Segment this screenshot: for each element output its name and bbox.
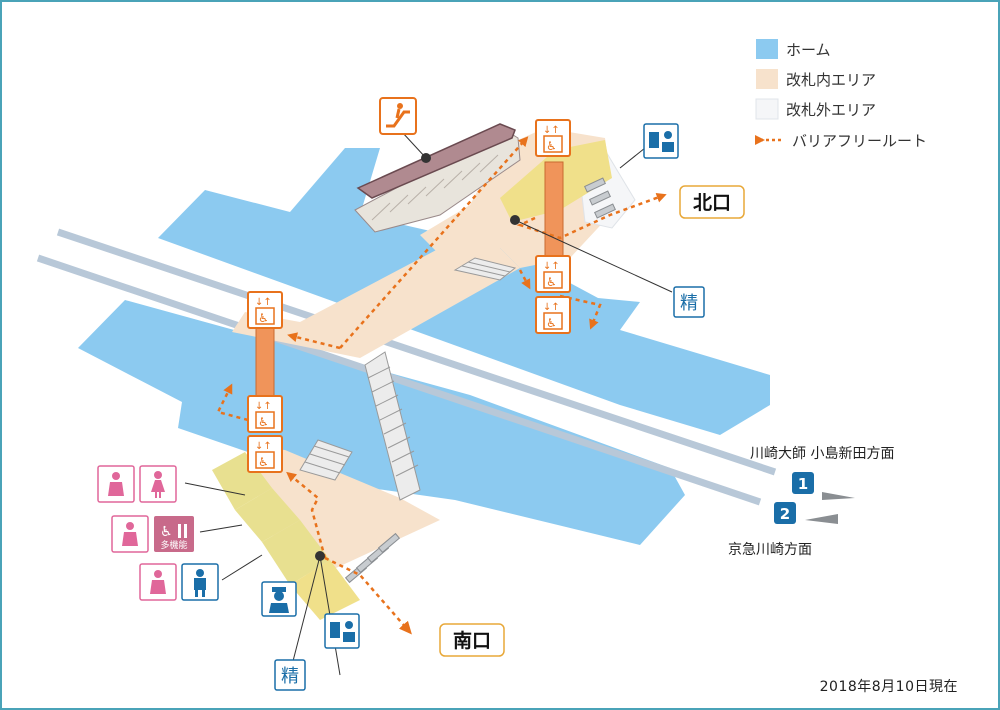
- north-ticket-gates: [584, 177, 616, 219]
- svg-text:♿: ♿: [160, 524, 173, 540]
- south-elevator-shaft: [255, 327, 275, 401]
- seisan-icon-north: 精: [673, 286, 705, 318]
- track-1-arrow-icon: [822, 492, 855, 500]
- male-toilet-icon: [181, 563, 219, 601]
- baby-care-icon-1: [97, 465, 135, 503]
- elevator-icon-south-top: ↓↑ ♿: [247, 291, 283, 329]
- baby-care-icon-2: [111, 515, 149, 553]
- svg-text:♿: ♿: [258, 311, 269, 325]
- multipurpose-toilet-icon: ♿ 多機能: [154, 516, 194, 552]
- svg-text:↓↑: ↓↑: [543, 302, 560, 313]
- legend-swatch-outside: [755, 98, 779, 120]
- svg-text:↓↑: ↓↑: [255, 297, 272, 308]
- date-note: 2018年8月10日現在: [820, 679, 958, 695]
- legend: ホーム 改札内エリア 改札外エリア バリアフリールート: [755, 39, 927, 150]
- ticket-machine-icon-south: [324, 613, 360, 649]
- barrier-free-route: [216, 136, 667, 635]
- track-2-arrow-icon: [805, 514, 838, 524]
- south-yellow-area-1: [212, 452, 272, 510]
- rail-track-2: [36, 254, 762, 506]
- south-yellow-area-3: [262, 520, 330, 585]
- escalator-icon: [379, 97, 417, 135]
- svg-text:♿: ♿: [546, 316, 557, 330]
- north-stairs-steps: [461, 261, 511, 277]
- north-elevator-shaft: [544, 161, 564, 259]
- south-seisan-callout-dot: [315, 551, 325, 561]
- track-2-direction: 京急川崎方面: [728, 542, 812, 558]
- north-seisan-callout-dot: [510, 215, 520, 225]
- elevator-icon-south-mid: ↓↑ ♿: [247, 395, 283, 433]
- svg-text:♿: ♿: [258, 455, 269, 469]
- escalator-handrail: [356, 123, 516, 199]
- station-staff-icon: [261, 581, 297, 617]
- seisan-label-south: 精: [281, 666, 299, 687]
- seisan-icon-south: 精: [274, 659, 306, 691]
- svg-text:♿: ♿: [546, 139, 557, 153]
- legend-label-inside: 改札内エリア: [786, 71, 876, 89]
- svg-text:♿: ♿: [258, 415, 269, 429]
- overpass-bridge: [232, 248, 520, 358]
- legend-label-route: バリアフリールート: [792, 132, 927, 150]
- south-ticket-gates: [344, 532, 401, 584]
- legend-swatch-platform: [756, 39, 778, 59]
- baby-care-icon-3: [139, 563, 177, 601]
- track-2-badge: 2: [774, 502, 796, 524]
- central-stairs-steps: [367, 366, 419, 477]
- north-exit-label: 北口: [679, 185, 745, 219]
- south-stairs: [299, 439, 353, 481]
- south-exit-text: 南口: [453, 630, 491, 652]
- elevator-icon-north-low: ↓↑ ♿: [535, 296, 571, 334]
- elevator-icon-north-mid: ↓↑ ♿: [535, 255, 571, 293]
- female-toilet-icon: [139, 465, 177, 503]
- escalator-callout-dot: [421, 153, 431, 163]
- track-2-number: 2: [780, 505, 790, 523]
- svg-text:♿: ♿: [546, 275, 557, 289]
- track-1-number: 1: [798, 475, 808, 493]
- multipurpose-toilet-label: 多機能: [160, 539, 187, 551]
- callout-lines: [184, 131, 673, 676]
- track-1-badge: 1: [792, 472, 814, 494]
- elevator-icon-north-top: ↓↑ ♿: [535, 119, 571, 157]
- track-1-direction: 川崎大師 小島新田方面: [750, 446, 894, 462]
- svg-text:↓↑: ↓↑: [255, 401, 272, 412]
- svg-text:↓↑: ↓↑: [543, 125, 560, 136]
- south-stairs-steps: [304, 445, 350, 474]
- legend-label-outside: 改札外エリア: [786, 101, 876, 119]
- south-yellow-area-2: [235, 488, 300, 542]
- svg-text:↓↑: ↓↑: [255, 441, 272, 452]
- north-exit-text: 北口: [693, 192, 731, 214]
- seisan-label-north: 精: [680, 293, 698, 314]
- svg-text:↓↑: ↓↑: [543, 261, 560, 272]
- legend-label-platform: ホーム: [786, 41, 831, 59]
- ticket-machine-icon-north: [643, 123, 679, 159]
- south-exit-label: 南口: [439, 623, 505, 657]
- rail-track-1: [56, 228, 777, 476]
- legend-swatch-inside: [756, 69, 778, 89]
- escalator-steps-top: [371, 154, 499, 221]
- elevator-icon-south-low: ↓↑ ♿: [247, 435, 283, 473]
